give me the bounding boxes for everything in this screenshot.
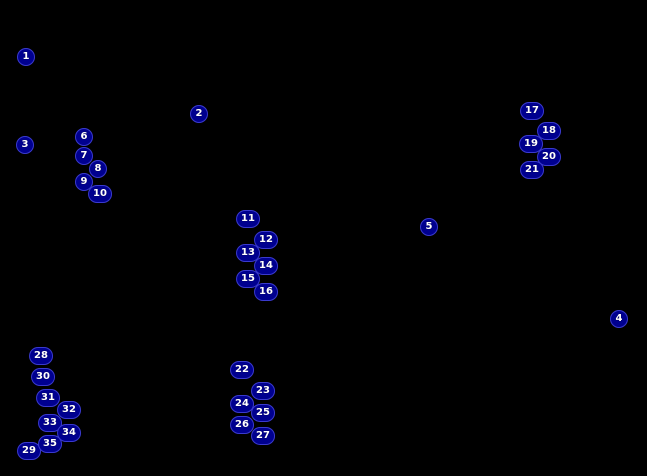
mark-badge-27[interactable]: 27 — [251, 427, 275, 445]
mark-badge-9[interactable]: 9 — [75, 173, 93, 191]
mark-badge-24[interactable]: 24 — [230, 395, 254, 413]
mark-badge-34[interactable]: 34 — [57, 424, 81, 442]
mark-badge-2[interactable]: 2 — [190, 105, 208, 123]
mark-badge-35[interactable]: 35 — [38, 435, 62, 453]
mark-badge-3[interactable]: 3 — [16, 136, 34, 154]
mark-badge-22[interactable]: 22 — [230, 361, 254, 379]
mark-badge-7[interactable]: 7 — [75, 147, 93, 165]
mark-badge-12[interactable]: 12 — [254, 231, 278, 249]
mark-badge-32[interactable]: 32 — [57, 401, 81, 419]
mark-badge-19[interactable]: 19 — [519, 135, 543, 153]
mark-badge-14[interactable]: 14 — [254, 257, 278, 275]
mark-badge-31[interactable]: 31 — [36, 389, 60, 407]
mark-badge-6[interactable]: 6 — [75, 128, 93, 146]
mark-badge-16[interactable]: 16 — [254, 283, 278, 301]
mark-badge-33[interactable]: 33 — [38, 414, 62, 432]
mark-badge-30[interactable]: 30 — [31, 368, 55, 386]
mark-badge-11[interactable]: 11 — [236, 210, 260, 228]
mark-badge-5[interactable]: 5 — [420, 218, 438, 236]
mark-badge-15[interactable]: 15 — [236, 270, 260, 288]
mark-badge-21[interactable]: 21 — [520, 161, 544, 179]
mark-badge-20[interactable]: 20 — [537, 148, 561, 166]
mark-badge-25[interactable]: 25 — [251, 404, 275, 422]
mark-badge-28[interactable]: 28 — [29, 347, 53, 365]
mark-badge-10[interactable]: 10 — [88, 185, 112, 203]
mark-badge-1[interactable]: 1 — [17, 48, 35, 66]
mark-badge-8[interactable]: 8 — [89, 160, 107, 178]
mark-badge-17[interactable]: 17 — [520, 102, 544, 120]
mark-badge-13[interactable]: 13 — [236, 244, 260, 262]
mark-badge-4[interactable]: 4 — [610, 310, 628, 328]
mark-badge-26[interactable]: 26 — [230, 416, 254, 434]
mark-badge-23[interactable]: 23 — [251, 382, 275, 400]
mark-badge-18[interactable]: 18 — [537, 122, 561, 140]
